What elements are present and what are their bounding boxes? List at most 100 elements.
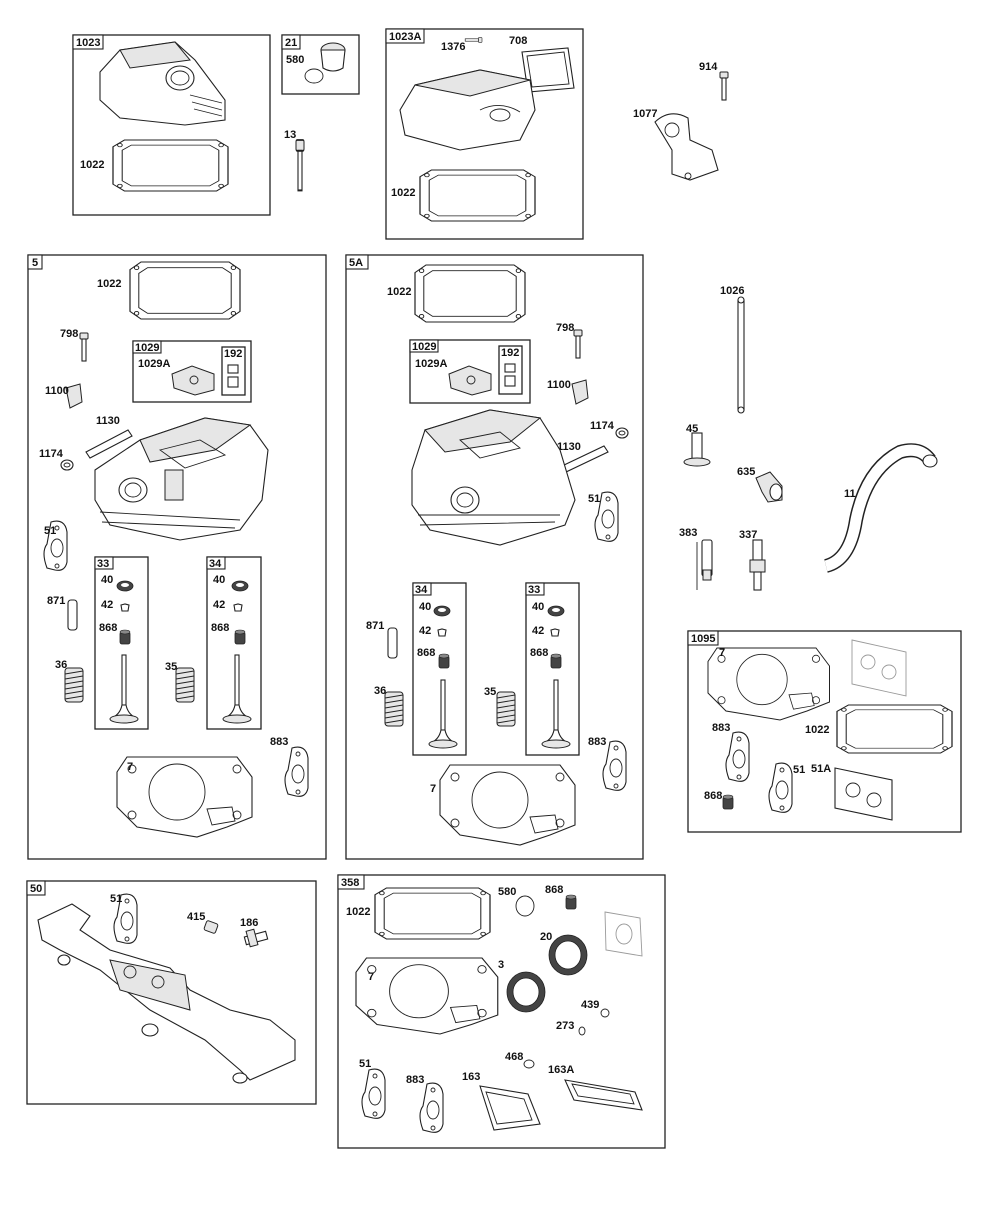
box-tag-33-l: 33 xyxy=(97,558,109,570)
label-36-r: 36 xyxy=(374,685,386,697)
spring-35-l xyxy=(175,667,195,703)
keeper-42-l2 xyxy=(233,603,243,612)
box-1029-r xyxy=(409,339,531,404)
gasket-51-k xyxy=(768,762,793,813)
nut-1174-r xyxy=(615,427,629,439)
spark-plug-337 xyxy=(749,539,766,591)
gasket-51A-k xyxy=(834,767,893,821)
seal-40-r2 xyxy=(547,605,565,617)
label-1174-l: 1174 xyxy=(39,448,64,460)
label-883-l: 883 xyxy=(270,736,288,748)
box-tag-34-l: 34 xyxy=(209,558,222,570)
pin-871-r xyxy=(387,627,398,659)
label-868-l2: 868 xyxy=(211,622,229,634)
bolt-914 xyxy=(719,71,729,101)
label-1077: 1077 xyxy=(633,108,657,120)
keeper-42-l1 xyxy=(120,603,130,612)
box-1023 xyxy=(72,34,271,216)
sensor-383 xyxy=(696,539,713,590)
label-40-r1: 40 xyxy=(419,601,431,613)
label-580-a: 580 xyxy=(286,54,304,66)
valve-cover-1023A xyxy=(399,69,536,151)
label-871-r: 871 xyxy=(366,620,384,632)
label-20: 20 xyxy=(540,931,552,943)
label-1100-l: 1100 xyxy=(45,385,69,397)
head-gasket-7-l xyxy=(116,756,253,838)
gasket-51-g xyxy=(361,1068,386,1119)
label-51-k: 51 xyxy=(793,764,805,776)
label-36-l: 36 xyxy=(55,659,67,671)
label-868-l1: 868 xyxy=(99,622,117,634)
label-1022-k: 1022 xyxy=(805,724,829,736)
label-883-g: 883 xyxy=(406,1074,424,1086)
tappet-45 xyxy=(683,432,711,467)
label-871-l: 871 xyxy=(47,595,65,607)
box-5A xyxy=(345,254,644,860)
label-273: 273 xyxy=(556,1020,574,1032)
exhaust-gasket-k xyxy=(851,639,907,697)
gasket-1022-a xyxy=(112,139,229,192)
seal-868-l1 xyxy=(119,629,131,645)
box-1095 xyxy=(687,630,962,833)
label-3: 3 xyxy=(498,959,504,971)
label-42-r1: 42 xyxy=(419,625,431,637)
box-tag-34-r: 34 xyxy=(415,584,428,596)
label-883-k: 883 xyxy=(712,722,730,734)
cylinder-head-5 xyxy=(94,417,269,541)
label-1174-r: 1174 xyxy=(590,420,615,432)
bracket-1077 xyxy=(654,113,719,181)
label-383: 383 xyxy=(679,527,697,539)
breather-tube-11 xyxy=(823,443,938,573)
valve-r1 xyxy=(428,679,458,749)
label-35-r: 35 xyxy=(484,686,496,698)
seal-868-k xyxy=(722,794,734,810)
seal-3 xyxy=(506,971,546,1013)
label-1376: 1376 xyxy=(441,41,465,53)
bolt-798-l xyxy=(79,332,89,362)
gasket-883-l xyxy=(284,746,309,797)
label-868-r1: 868 xyxy=(417,647,435,659)
box-1029-l xyxy=(132,340,252,403)
label-1026: 1026 xyxy=(720,285,744,297)
box-21 xyxy=(281,34,360,95)
label-40-r2: 40 xyxy=(532,601,544,613)
box-tag-21: 21 xyxy=(285,37,297,49)
gasket-1022-c xyxy=(129,261,241,320)
label-51A-k: 51A xyxy=(811,763,831,775)
label-868-g: 868 xyxy=(545,884,563,896)
label-1130-l: 1130 xyxy=(96,415,120,427)
label-1022-g: 1022 xyxy=(346,906,370,918)
box-33-l xyxy=(94,556,149,730)
label-186: 186 xyxy=(240,917,258,929)
label-439: 439 xyxy=(581,999,599,1011)
label-914: 914 xyxy=(699,61,718,73)
label-798-l: 798 xyxy=(60,328,78,340)
guide-plate-1100-l xyxy=(65,383,83,409)
label-1029A-r: 1029A xyxy=(415,358,447,370)
label-468: 468 xyxy=(505,1051,523,1063)
oil-fill-cap xyxy=(320,42,346,72)
head-gasket-7-k xyxy=(707,647,830,721)
seal-868-l2 xyxy=(234,629,246,645)
label-51-l: 51 xyxy=(44,525,56,537)
box-tag-33-r: 33 xyxy=(528,584,540,596)
label-868-r2: 868 xyxy=(530,647,548,659)
gasket-883-k xyxy=(725,731,750,782)
label-1130-r: 1130 xyxy=(557,441,581,453)
label-708: 708 xyxy=(509,35,527,47)
label-40-l1: 40 xyxy=(101,574,113,586)
bolt-1376 xyxy=(464,37,483,43)
box-33-r xyxy=(525,582,580,756)
exhaust-gasket-g xyxy=(604,911,643,957)
gasket-163A xyxy=(564,1079,643,1111)
box-tag-192-r: 192 xyxy=(501,347,519,359)
label-51-g: 51 xyxy=(359,1058,371,1070)
head-gasket-7-g xyxy=(355,957,499,1035)
head-gasket-7-r xyxy=(439,764,576,846)
o-ring-439 xyxy=(600,1008,610,1018)
valve-l1 xyxy=(109,654,139,724)
gasket-1022-d xyxy=(414,264,526,323)
label-1100-r: 1100 xyxy=(547,379,571,391)
label-415: 415 xyxy=(187,911,205,923)
label-7-g: 7 xyxy=(368,971,374,983)
